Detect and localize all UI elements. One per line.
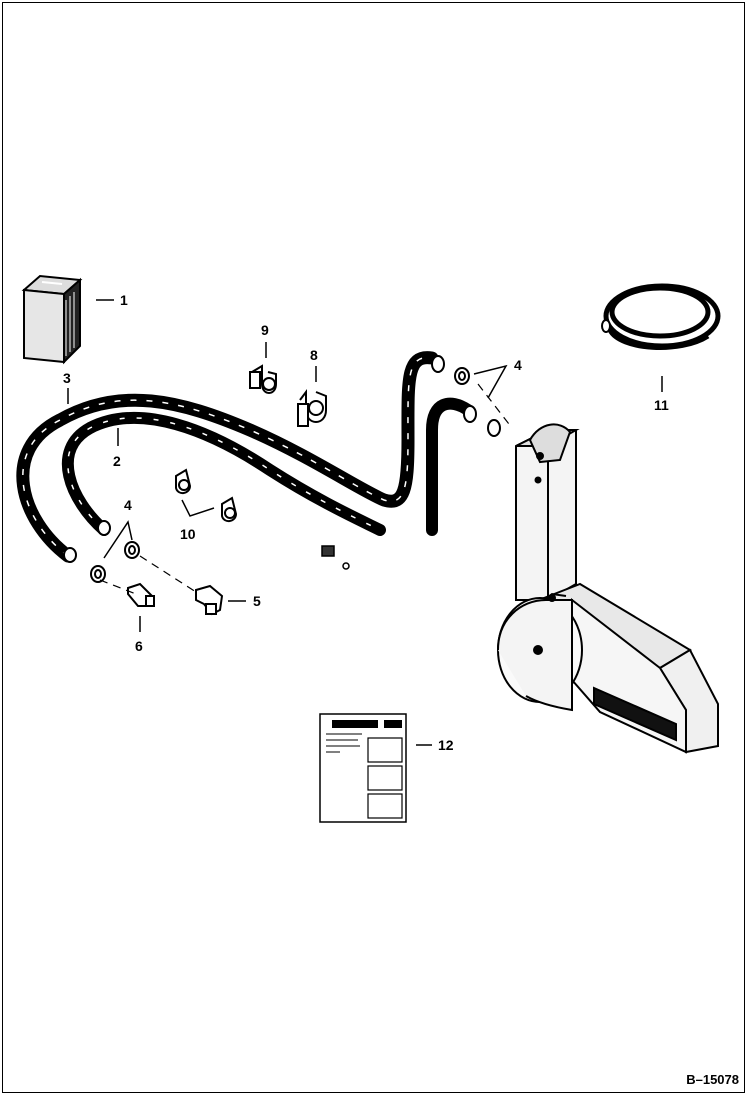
callout-4-right: 4 (514, 357, 522, 373)
callout-5: 5 (253, 593, 261, 609)
part-8-clamp (297, 389, 327, 427)
callout-12: 12 (438, 737, 454, 753)
heater-duct-assembly (497, 423, 719, 754)
part-4-hose-clamps-right (454, 367, 501, 437)
callout-1: 1 (120, 292, 128, 308)
part-6-fitting (127, 582, 155, 607)
hose-clip (321, 545, 350, 570)
callout-2: 2 (113, 453, 121, 469)
callout-6: 6 (135, 638, 143, 654)
part-10-clamps (175, 468, 238, 522)
callout-10: 10 (180, 526, 196, 542)
part-3-hose (16, 351, 445, 563)
callout-3: 3 (63, 370, 71, 386)
part-4-hose-clamps-left (90, 541, 140, 583)
part-5-elbow-fitting (195, 584, 224, 616)
part-11-coiled-hose (601, 283, 721, 350)
part-9-clamp (249, 364, 277, 394)
callout-4-left: 4 (124, 497, 132, 513)
part-2-hose (61, 397, 477, 536)
callout-11: 11 (654, 397, 669, 413)
part-12-instruction-sheet (319, 713, 407, 823)
figure-reference: B–15078 (686, 1072, 739, 1087)
callout-9: 9 (261, 322, 269, 338)
part-1-filter-box (21, 274, 83, 365)
callout-8: 8 (310, 347, 318, 363)
